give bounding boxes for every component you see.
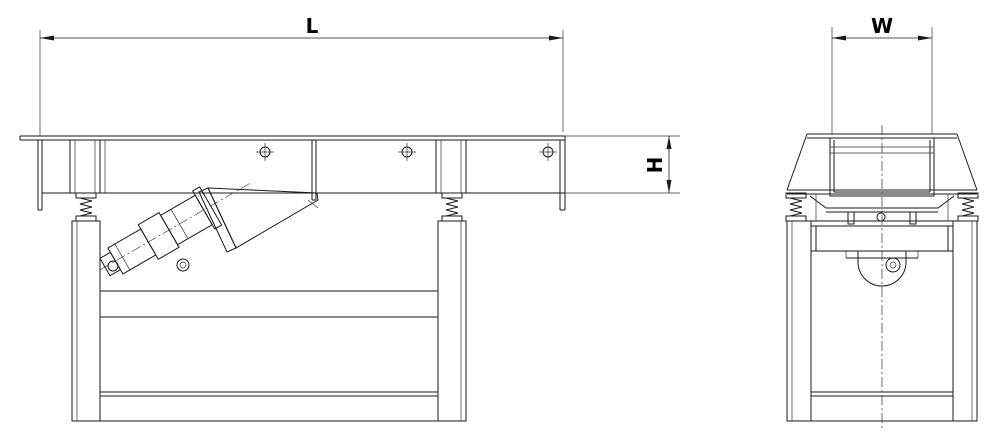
spring-bracket-left [69,139,101,194]
end-view: W [785,14,979,430]
spring-bracket-right [435,139,467,194]
dimension-height: H [565,135,680,194]
width-label: W [871,14,893,38]
bolt-holes-side [256,143,557,161]
base-frame-side [71,220,467,422]
spring-right [441,192,463,222]
length-label: L [306,14,319,38]
height-label: H [643,157,667,174]
spring-end-right [957,192,979,222]
trough-side [19,135,566,211]
dimension-width: W [831,14,933,134]
side-view: L H [19,14,680,422]
spring-left [75,192,97,222]
vibration-motor-side [99,181,319,277]
dimension-length: L [39,14,564,136]
spring-end-left [785,192,807,222]
